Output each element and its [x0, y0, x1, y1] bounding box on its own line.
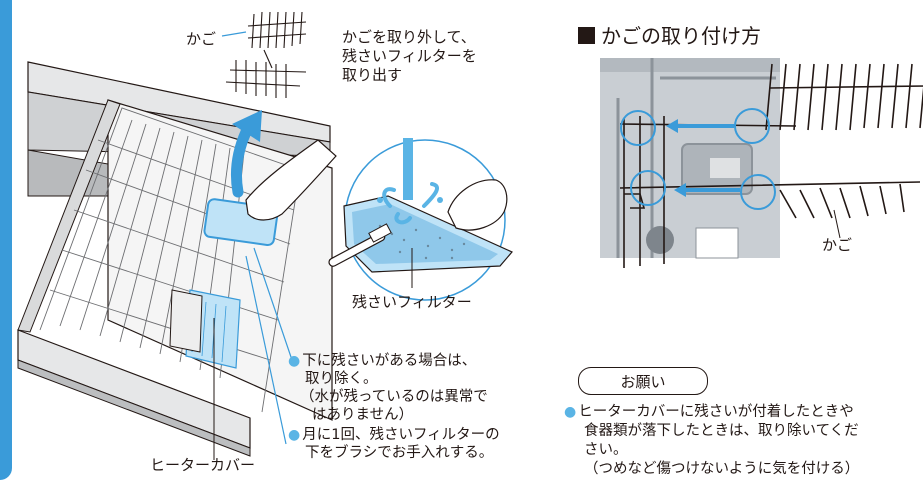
water-splash-icon — [377, 138, 443, 225]
section-title: かごの取り付け方 — [578, 24, 761, 48]
brush-icon — [328, 223, 392, 267]
basket-mounting-photo — [600, 58, 923, 268]
filter-label: 残さいフィルター — [352, 293, 472, 311]
title-square-icon — [578, 27, 595, 44]
request-line-2: 食器類が落下したときは、取り除いてくだ — [584, 423, 859, 439]
request-badge: お願い — [578, 367, 708, 395]
hand-icon — [447, 179, 508, 231]
request-line-3: さい。 — [584, 442, 628, 458]
note-1-line-1: 下に残さいがある場合は、 — [288, 352, 476, 371]
note-1-line-2: 取り除く。 — [305, 371, 378, 387]
note-2-line-2: 下をブラシでお手入れする。 — [305, 445, 494, 461]
note-2-line-1: 月に1回、残さいフィルターの — [288, 426, 499, 445]
note-1-line-3: （水が残っているのは異常で — [300, 389, 488, 405]
basket-label-right: かご — [822, 236, 853, 254]
basket-label-left: かご — [186, 30, 217, 48]
up-arrow-icon — [230, 110, 262, 198]
left-arrow-icon — [674, 183, 740, 197]
instruction-line-1: かごを取り外して、 — [342, 28, 476, 46]
instruction-line-2: 残さいフィルターを — [342, 47, 477, 65]
heater-cover-label: ヒーターカバー — [150, 456, 256, 474]
request-line-1: ヒーターカバーに残さいが付着したときや — [564, 403, 854, 422]
request-line-4: （つめなど傷つけないように気を付ける） — [584, 461, 860, 477]
left-arrow-icon — [666, 119, 734, 133]
note-1-line-4: はありません） — [312, 407, 414, 423]
dishwasher-illustration — [17, 11, 513, 460]
section-title-text: かごの取り付け方 — [601, 24, 761, 48]
instruction-line-3: 取り出す — [342, 66, 403, 84]
page-edge-accent — [0, 0, 12, 480]
